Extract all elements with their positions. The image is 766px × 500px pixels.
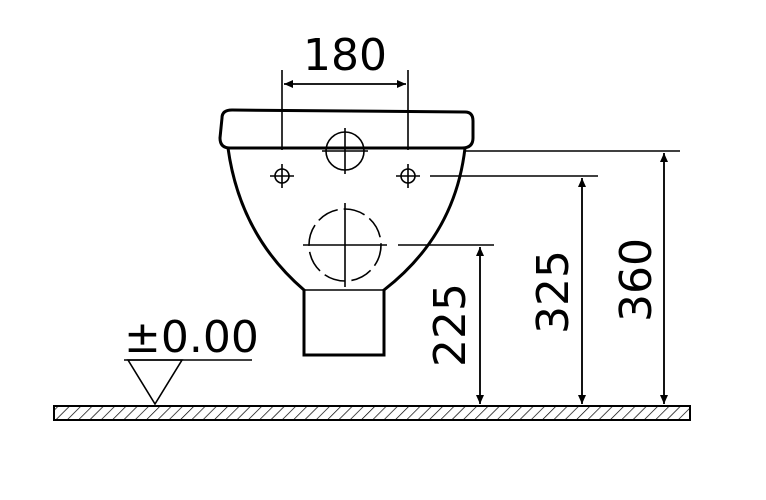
toilet-seat xyxy=(218,108,475,150)
outlet-height-dimension: 225 xyxy=(425,247,484,404)
bolt-spacing-dimension: 180 xyxy=(281,30,409,150)
toilet-bowl xyxy=(226,147,467,357)
bolt-height-dimension: 325 xyxy=(528,178,586,404)
floor-level-marker: ±0.00 xyxy=(124,312,259,406)
floor-level-label: ±0.00 xyxy=(124,312,259,363)
outlet-hole xyxy=(303,203,387,287)
upper-center-hole xyxy=(322,128,368,174)
left-bolt-hole xyxy=(270,164,294,188)
top-height-dimension: 360 xyxy=(611,153,668,404)
bolt-spacing-label: 180 xyxy=(303,30,387,81)
right-bolt-hole xyxy=(396,164,420,188)
outlet-height-label: 225 xyxy=(425,283,476,367)
top-height-label: 360 xyxy=(611,238,662,322)
bolt-height-label: 325 xyxy=(528,250,579,334)
floor-slab xyxy=(53,405,691,421)
